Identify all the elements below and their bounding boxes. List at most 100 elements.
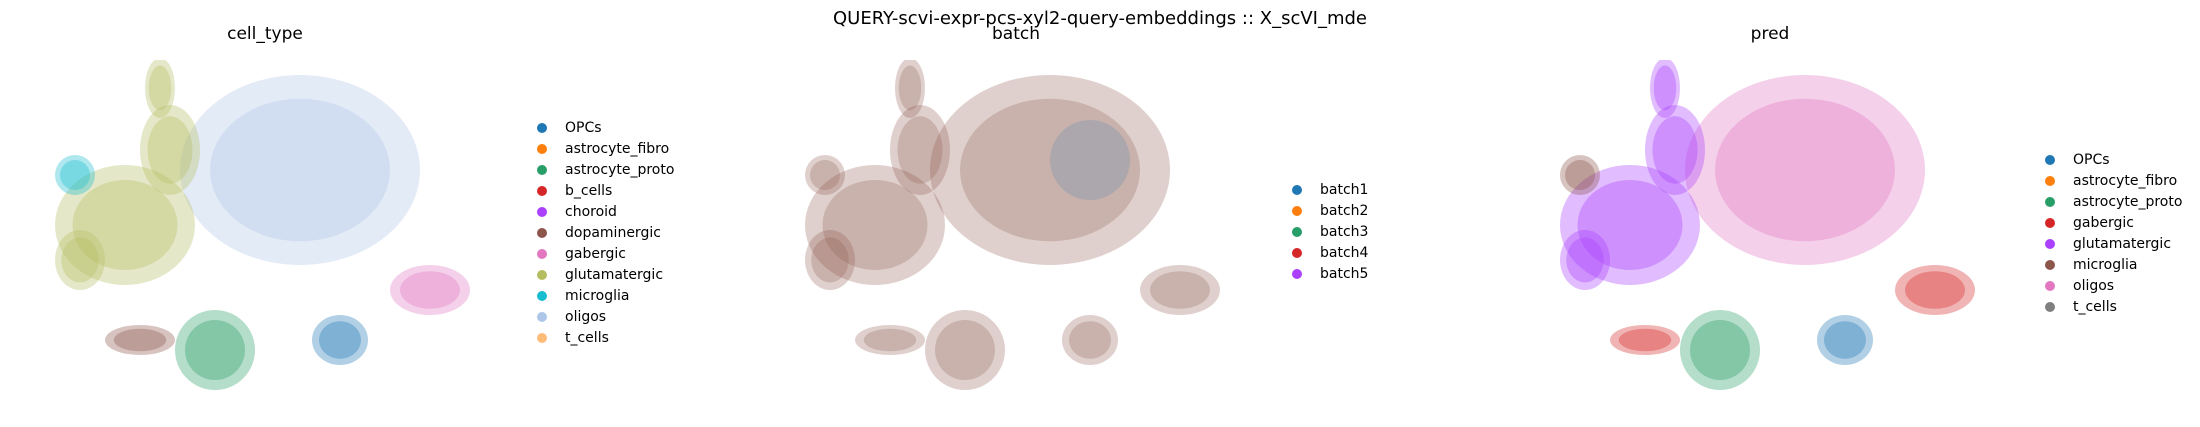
microglia-cluster-core <box>810 160 840 190</box>
legend-marker <box>2045 196 2055 207</box>
legend-label: batch1 <box>1320 181 1369 198</box>
glutamatergic-cluster-core <box>1577 180 1683 270</box>
oligos-cluster-core <box>1715 98 1895 242</box>
opcs-cluster-core <box>319 321 361 359</box>
dopaminergic-cluster-core <box>113 328 167 352</box>
oligos-cluster-core <box>960 98 1140 242</box>
left-cluster <box>55 230 105 290</box>
legend-label: batch5 <box>1320 265 1369 282</box>
opcs-cluster-core <box>1824 321 1866 359</box>
legend-label: microglia <box>2073 256 2138 273</box>
microglia-cluster <box>1560 155 1600 195</box>
legend-marker <box>2045 280 2055 291</box>
legend-label: choroid <box>565 203 617 220</box>
left-cluster-core <box>1566 237 1604 283</box>
legend-item: astrocyte_proto <box>537 159 674 180</box>
legend-label: glutamatergic <box>565 266 664 283</box>
legend-label: astrocyte_proto <box>2073 193 2183 210</box>
legend-label: OPCs <box>2073 151 2110 168</box>
legend-item: oligos <box>537 306 674 327</box>
legend-marker <box>2045 301 2055 312</box>
legend-label: astrocyte_proto <box>565 161 675 178</box>
glutamatergic-cluster-core <box>72 180 178 270</box>
glutamatergic-arm <box>890 105 950 195</box>
legend-marker <box>537 185 547 196</box>
legend-label: gabergic <box>565 245 626 262</box>
legend-label: glutamatergic <box>2073 235 2172 252</box>
legend-label: microglia <box>565 287 630 304</box>
microglia-cluster <box>805 155 845 195</box>
panel-title-cell-type: cell_type <box>227 24 303 44</box>
gabergic-cluster-core <box>1150 271 1210 309</box>
dopaminergic-cluster <box>855 325 925 355</box>
microglia-cluster <box>55 155 95 195</box>
legend-marker <box>2045 175 2055 186</box>
legend-marker <box>537 206 547 217</box>
dopaminergic-cluster-core <box>1618 328 1672 352</box>
legend-marker <box>1292 205 1302 216</box>
panel-title-pred: pred <box>1750 24 1790 44</box>
legend-item: b_cells <box>537 180 674 201</box>
legend-marker <box>1292 226 1302 237</box>
panel-title-batch: batch <box>992 24 1040 44</box>
tail-cluster-core <box>148 65 172 111</box>
legend-item: gabergic <box>537 243 674 264</box>
opcs-cluster <box>1062 315 1118 365</box>
legend-label: oligos <box>2073 277 2115 294</box>
glutamatergic-arm-core <box>1652 116 1698 184</box>
legend-item: t_cells <box>2045 296 2182 317</box>
astrocyte-cluster-core <box>1690 320 1750 380</box>
legend-label: batch3 <box>1320 223 1369 240</box>
legend-item: t_cells <box>537 327 674 348</box>
opcs-cluster <box>312 315 368 365</box>
legend-marker <box>2045 238 2055 249</box>
astrocyte-cluster <box>925 310 1005 390</box>
oligos-cluster <box>180 75 420 265</box>
left-cluster-core <box>811 237 849 283</box>
legend-item: microglia <box>2045 254 2182 275</box>
gabergic-cluster-core <box>1905 271 1965 309</box>
astrocyte-cluster <box>1680 310 1760 390</box>
gabergic-cluster <box>1895 265 1975 315</box>
legend-label: b_cells <box>565 182 613 199</box>
scatter-plot-pred <box>1560 60 1975 390</box>
scatter-plot-batch <box>805 60 1220 390</box>
batch-overlay-cluster <box>1050 120 1130 200</box>
legend-item: astrocyte_proto <box>2045 191 2182 212</box>
legend-label: astrocyte_fibro <box>2073 172 2178 189</box>
glutamatergic-arm <box>1645 105 1705 195</box>
legend-label: oligos <box>565 308 607 325</box>
legend-marker <box>537 290 547 301</box>
dopaminergic-cluster <box>105 325 175 355</box>
legend-marker <box>1292 247 1302 258</box>
legend-label: dopaminergic <box>565 224 661 241</box>
legend-item: astrocyte_fibro <box>2045 170 2182 191</box>
legend-item: glutamatergic <box>2045 233 2182 254</box>
legend-marker <box>2045 259 2055 270</box>
legend-item: oligos <box>2045 275 2182 296</box>
opcs-cluster <box>1817 315 1873 365</box>
tail-cluster-core <box>898 65 922 111</box>
legend-item: batch4 <box>1292 242 1368 263</box>
legend-marker <box>537 143 547 154</box>
dopaminergic-cluster-core <box>863 328 917 352</box>
legend-item: batch2 <box>1292 200 1368 221</box>
legend-marker <box>2045 217 2055 228</box>
legend-label: gabergic <box>2073 214 2134 231</box>
microglia-cluster-core <box>1565 160 1595 190</box>
astrocyte-cluster-core <box>935 320 995 380</box>
legend-item: glutamatergic <box>537 264 674 285</box>
legend-item: dopaminergic <box>537 222 674 243</box>
legend-marker <box>2045 154 2055 165</box>
left-cluster <box>1560 230 1610 290</box>
glutamatergic-cluster <box>805 165 945 285</box>
legend-marker <box>537 269 547 280</box>
tail-cluster <box>895 60 925 118</box>
oligos-cluster-core <box>210 98 390 242</box>
legend-item: batch1 <box>1292 179 1368 200</box>
tail-cluster <box>1650 60 1680 118</box>
glutamatergic-cluster <box>55 165 195 285</box>
legend-label: batch2 <box>1320 202 1369 219</box>
